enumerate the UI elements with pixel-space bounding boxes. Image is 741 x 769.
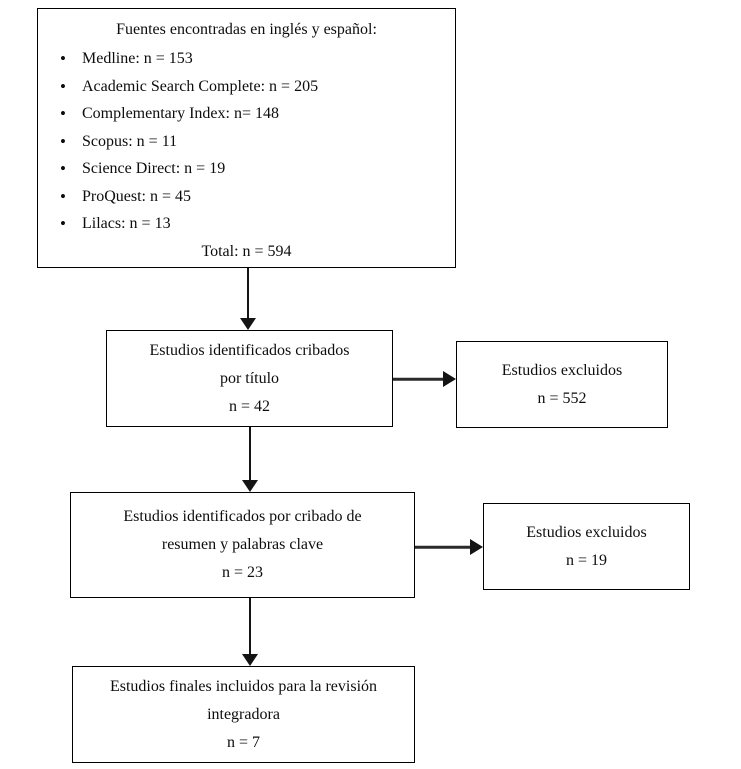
arrow-sources-to-title-screen <box>240 268 256 330</box>
sources-box: Fuentes encontradas en inglés y español:… <box>37 8 456 268</box>
screened-by-abstract-line-2: resumen y palabras clave <box>161 536 324 553</box>
sources-list: Medline: n = 153 Academic Search Complet… <box>52 45 441 238</box>
excluded-after-abstract-count: n = 19 <box>565 551 608 569</box>
final-included-line-2: integradora <box>207 705 280 723</box>
sources-total: Total: n = 594 <box>201 242 292 260</box>
source-item-medline: Medline: n = 153 <box>58 45 441 73</box>
final-included-count: n = 7 <box>226 733 261 751</box>
source-item-proquest: ProQuest: n = 45 <box>58 183 441 211</box>
arrow-abstract-screen-to-excluded <box>415 539 483 555</box>
source-item-complementary-index: Complementary Index: n= 148 <box>58 100 441 128</box>
source-item-science-direct: Science Direct: n = 19 <box>58 155 441 183</box>
screened-by-title-count: n = 42 <box>228 397 271 415</box>
arrow-title-screen-to-abstract-screen <box>242 427 258 492</box>
screened-by-title-line-2: por título <box>219 369 280 387</box>
arrow-stem <box>247 268 249 319</box>
final-included-line-1: Estudios finales incluidos para la revis… <box>109 677 378 695</box>
arrow-stem <box>249 598 251 655</box>
sources-box-title: Fuentes encontradas en inglés y español: <box>116 21 377 38</box>
arrow-abstract-screen-to-final <box>242 598 258 666</box>
arrow-stem <box>393 377 445 381</box>
source-item-scopus: Scopus: n = 11 <box>58 128 441 156</box>
excluded-after-abstract-label: Estudios excluidos <box>526 523 647 541</box>
screened-by-abstract-line-1: Estudios identificados por cribado de <box>123 508 362 525</box>
excluded-after-abstract-box: Estudios excluidos n = 19 <box>483 503 690 590</box>
screened-by-abstract-box: Estudios identificados por cribado de re… <box>70 492 415 598</box>
arrow-right-head-icon <box>443 371 456 387</box>
screened-by-abstract-count: n = 23 <box>221 564 264 581</box>
screened-by-title-line-1: Estudios identificados cribados <box>149 341 350 359</box>
source-item-academic-search-complete: Academic Search Complete: n = 205 <box>58 73 441 101</box>
excluded-after-title-box: Estudios excluidos n = 552 <box>456 341 668 428</box>
arrow-down-head-icon <box>242 480 258 492</box>
arrow-title-screen-to-excluded <box>393 371 456 387</box>
excluded-after-title-count: n = 552 <box>537 389 587 407</box>
arrow-down-head-icon <box>242 654 258 666</box>
source-item-lilacs: Lilacs: n = 13 <box>58 210 441 238</box>
arrow-right-head-icon <box>470 539 483 555</box>
excluded-after-title-label: Estudios excluidos <box>501 361 623 379</box>
arrow-down-head-icon <box>240 318 256 330</box>
arrow-stem <box>415 545 472 549</box>
final-included-box: Estudios finales incluidos para la revis… <box>72 666 415 763</box>
screened-by-title-box: Estudios identificados cribados por títu… <box>106 330 393 427</box>
arrow-stem <box>249 427 251 481</box>
